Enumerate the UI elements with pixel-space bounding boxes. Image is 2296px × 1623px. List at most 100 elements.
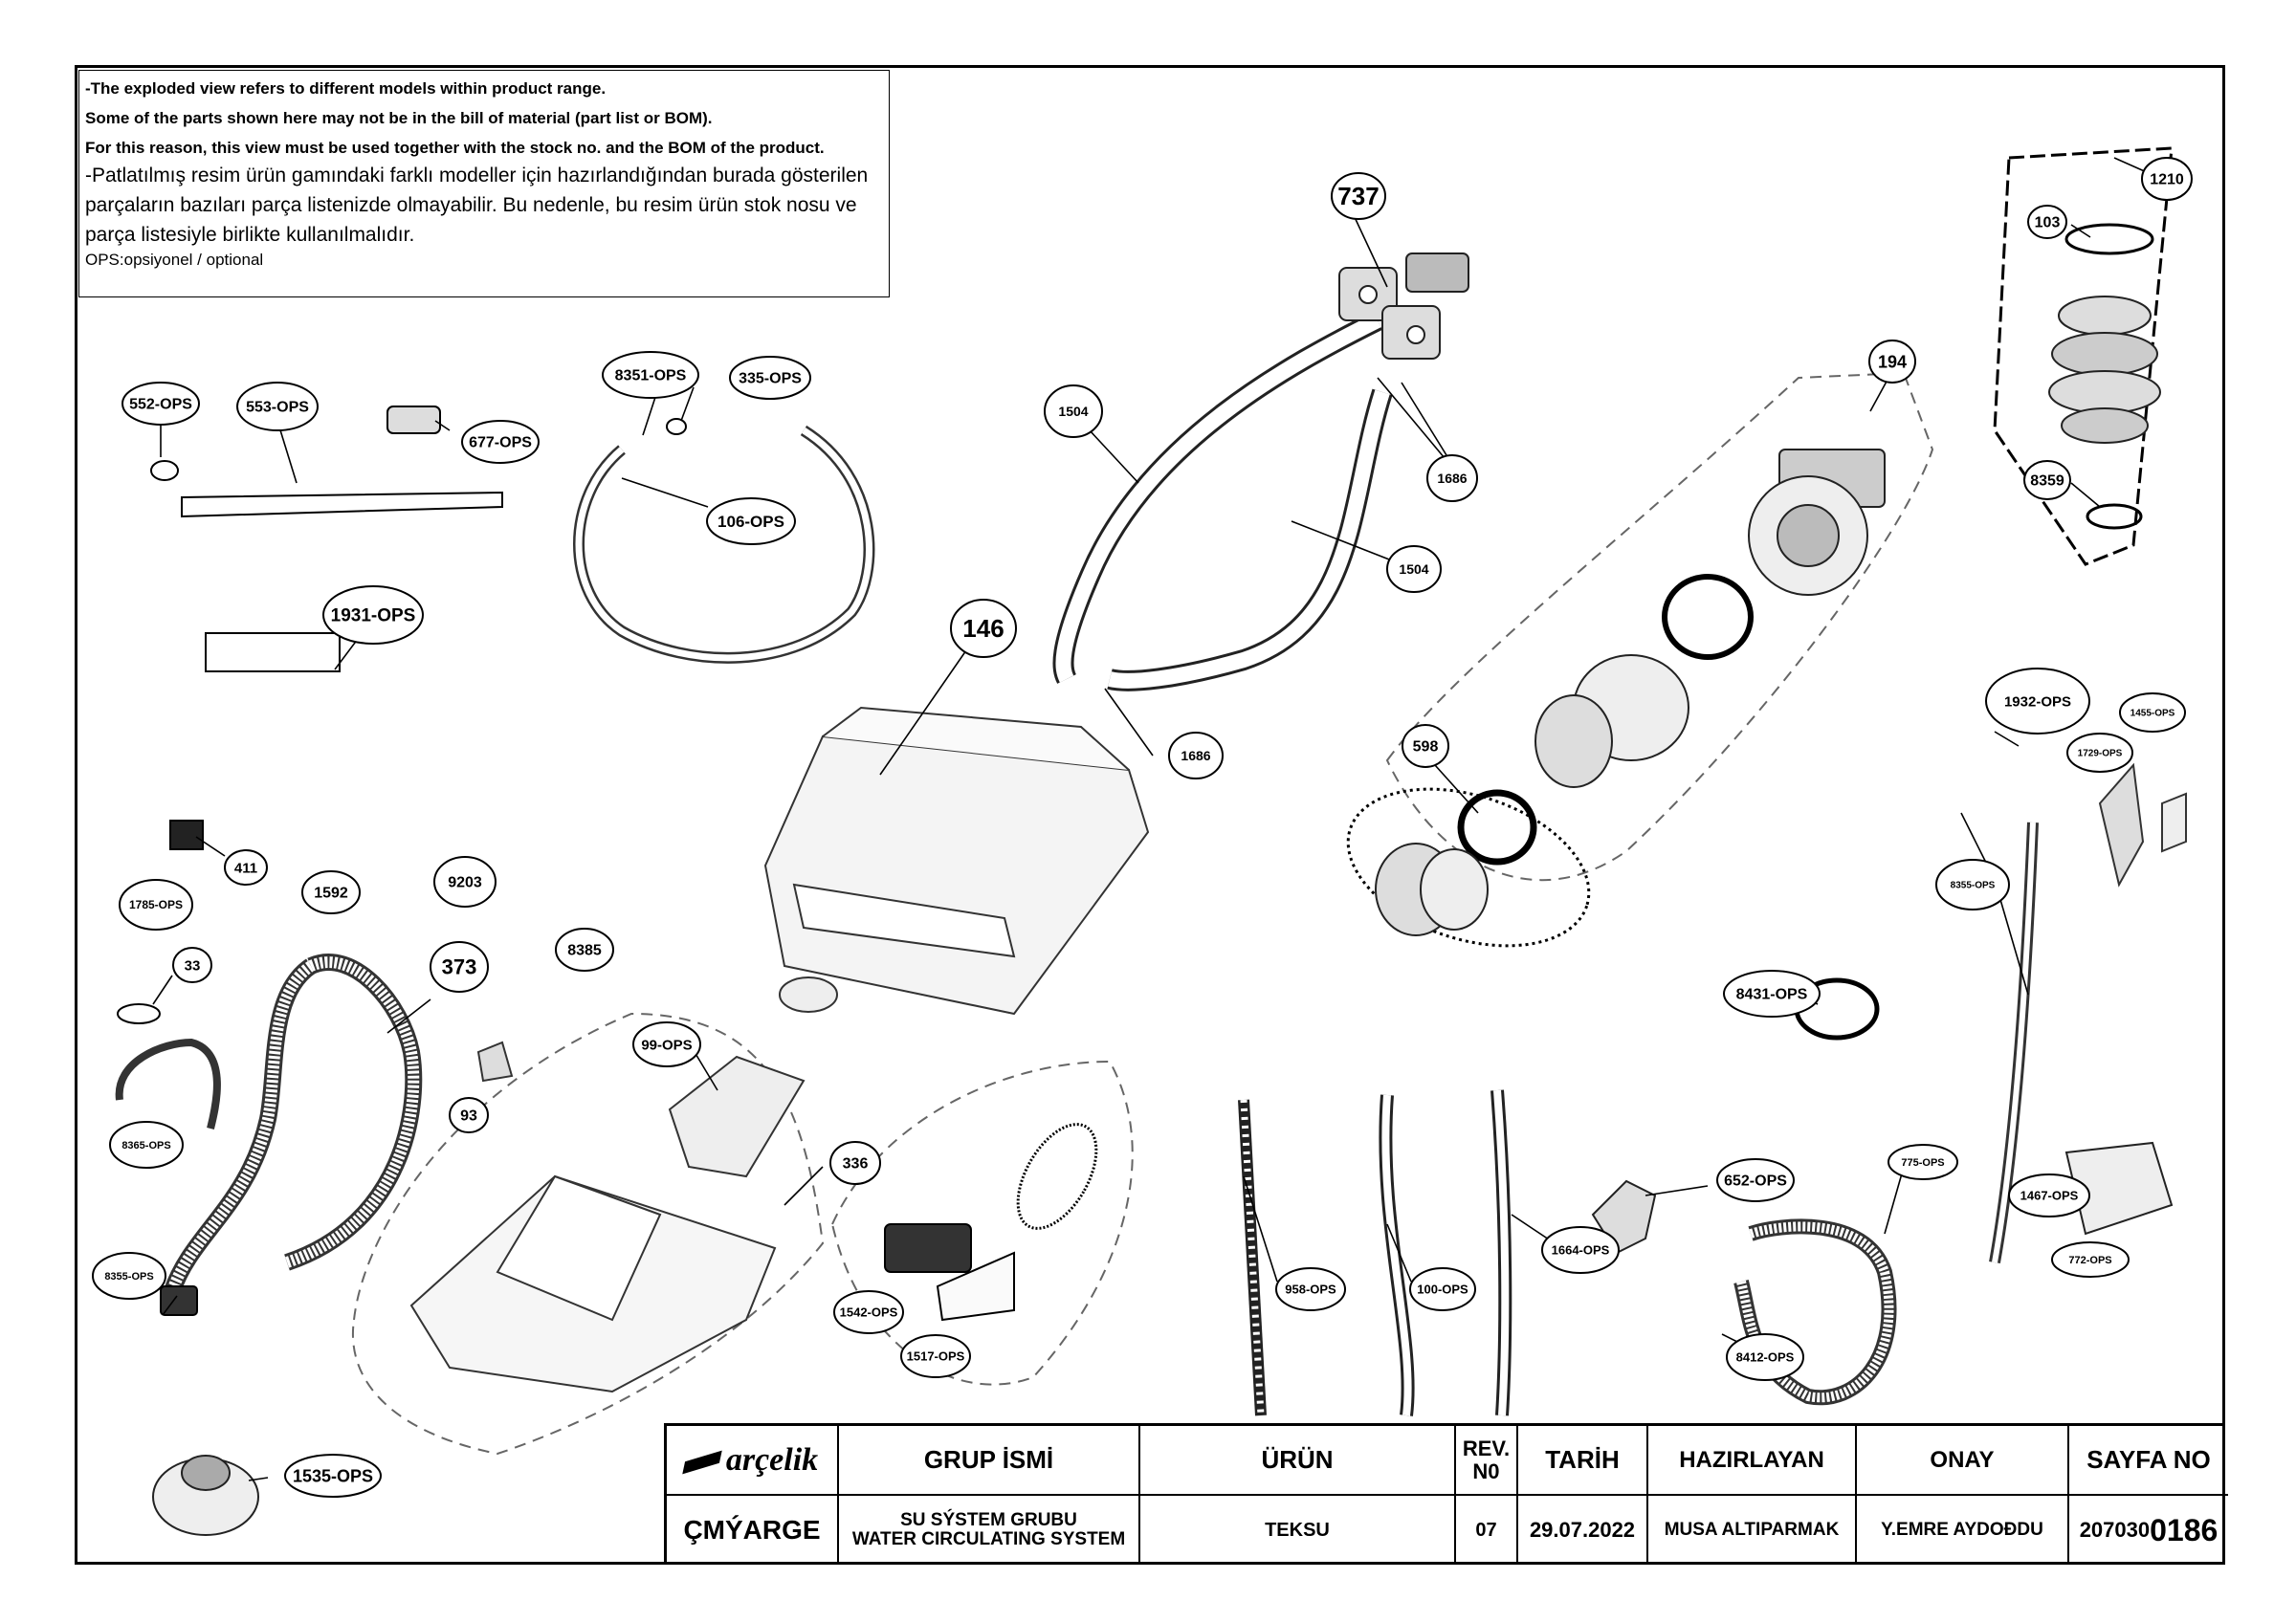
filter-cap-outline [1346, 787, 1591, 948]
callout-label: 652-OPS [1724, 1173, 1787, 1190]
callout-balloon [433, 856, 497, 908]
siphon-99-part [668, 1055, 806, 1178]
callout-label: 1504 [1399, 561, 1428, 577]
callout-1210: 1210 [2141, 157, 2193, 201]
callout-9203: 9203 [433, 856, 497, 908]
callout-label: 737 [1337, 182, 1379, 210]
callout-label: 194 [1878, 352, 1907, 371]
callout-label: 8412-OPS [1736, 1350, 1795, 1365]
callout-balloon [1888, 1144, 1958, 1180]
callout-label: 8431-OPS [1736, 987, 1808, 1003]
note-en-3: For this reason, this view must be used … [85, 139, 825, 157]
drawer-housing-146-part [763, 706, 1150, 1016]
callout-1785: 1785-OPS [119, 879, 193, 931]
callout-label: 1686 [1437, 471, 1467, 486]
callout-label: 8355-OPS [104, 1271, 153, 1283]
part-1455-part [2161, 792, 2187, 853]
callout-label: 411 [234, 860, 257, 876]
drawer-group-outline [351, 1012, 825, 1456]
approval-cell: Y.EMRE AYDOÐDU [1857, 1496, 2069, 1565]
callout-label: 1517-OPS [907, 1349, 965, 1364]
callout-label: 1455-OPS [2130, 709, 2175, 719]
clamp-8359-part [2086, 503, 2143, 530]
callout-1455: 1455-OPS [2119, 692, 2186, 733]
connector-677-part [386, 406, 441, 434]
callout-balloon [1331, 172, 1386, 220]
callout-8365: 8365-OPS [109, 1121, 184, 1169]
callout-label: 1729-OPS [2078, 749, 2123, 759]
callout-label: 1467-OPS [2020, 1189, 2079, 1203]
callout-1686a: 1686 [1426, 454, 1478, 502]
callout-balloon [461, 420, 540, 464]
hose-553-part [181, 491, 503, 518]
filter-cap-part [1375, 843, 1489, 936]
hose-1504-a [1052, 311, 1382, 684]
callout-balloon [2119, 692, 2186, 733]
brand-cell: arçelik [667, 1426, 839, 1496]
drain-pump-194-part [1748, 449, 1886, 596]
hose-1504-a-inner [1055, 313, 1381, 683]
cap-93-part [476, 1041, 514, 1083]
callout-label: 677-OPS [469, 435, 532, 451]
callout-balloon [1426, 454, 1478, 502]
callout-99: 99-OPS [632, 1021, 701, 1067]
callout-balloon [2027, 205, 2067, 239]
callout-balloon [322, 585, 424, 645]
drawer-336-part [409, 1174, 777, 1393]
callout-label: 1686 [1181, 748, 1210, 763]
part-1729-part [2098, 762, 2145, 888]
callout-label: 598 [1413, 739, 1439, 756]
callout-1592: 1592 [301, 870, 361, 914]
callout-103: 103 [2027, 205, 2067, 239]
callout-194: 194 [1868, 340, 1916, 384]
callout-label: 8385 [567, 943, 602, 959]
header-date: TARİH [1518, 1426, 1648, 1496]
callout-8355r: 8355-OPS [1935, 859, 2010, 910]
callout-balloon [430, 941, 489, 993]
callout-652: 652-OPS [1716, 1158, 1795, 1202]
note-tr-1: -Patlatılmış resim ürün gamındaki farklı… [85, 164, 869, 186]
arcelik-mark-icon [682, 1450, 722, 1475]
filter-mesh-part [1016, 1123, 1098, 1230]
callout-balloon [2051, 1241, 2130, 1278]
callout-label: 93 [460, 1108, 477, 1125]
callout-label: 1210 [2150, 172, 2184, 188]
callout-label: 1785-OPS [129, 898, 183, 911]
callout-958: 958-OPS [1275, 1267, 1346, 1311]
callout-33: 33 [172, 947, 212, 983]
callout-label: 1664-OPS [1552, 1243, 1610, 1258]
note-ops: OPS:opsiyonel / optional [85, 251, 264, 269]
callout-balloon [729, 356, 811, 400]
callout-label: 1931-OPS [331, 606, 416, 626]
callout-label: 772-OPS [2068, 1255, 2111, 1266]
pump-group-outline [1385, 371, 1934, 882]
callout-balloon [632, 1021, 701, 1067]
bracket-411-part [169, 820, 204, 850]
callout-label: 336 [843, 1156, 869, 1173]
callout-1686b: 1686 [1168, 732, 1224, 779]
callout-balloon [900, 1334, 971, 1378]
header-prepared: HAZIRLAYAN [1648, 1426, 1857, 1496]
callout-balloon [1868, 340, 1916, 384]
note-tr-2: parçaların bazıları parça listenizde olm… [85, 194, 857, 216]
hose-1504-b-inner [1108, 389, 1390, 689]
water-valve-part [1338, 252, 1469, 360]
filter-group-outline [830, 1060, 1134, 1386]
callout-1467: 1467-OPS [2008, 1173, 2090, 1217]
callout-balloon [121, 382, 200, 426]
callout-balloon [449, 1097, 489, 1133]
callout-8412: 8412-OPS [1726, 1333, 1804, 1381]
drawing-frame [75, 65, 2225, 1565]
note-en-2: Some of the parts shown here may not be … [85, 109, 713, 127]
callout-balloon [833, 1290, 904, 1334]
clamp-552-part [150, 460, 179, 481]
callout-balloon [829, 1141, 881, 1185]
header-approval: ONAY [1857, 1426, 2069, 1496]
callout-balloon [1985, 668, 2090, 735]
page-number-small: 207030 [2079, 1518, 2151, 1542]
callout-balloon [950, 599, 1017, 658]
disclaimer-note: -The exploded view refers to different m… [78, 70, 890, 297]
callout-balloon [236, 382, 319, 431]
callout-8385: 8385 [555, 928, 614, 972]
